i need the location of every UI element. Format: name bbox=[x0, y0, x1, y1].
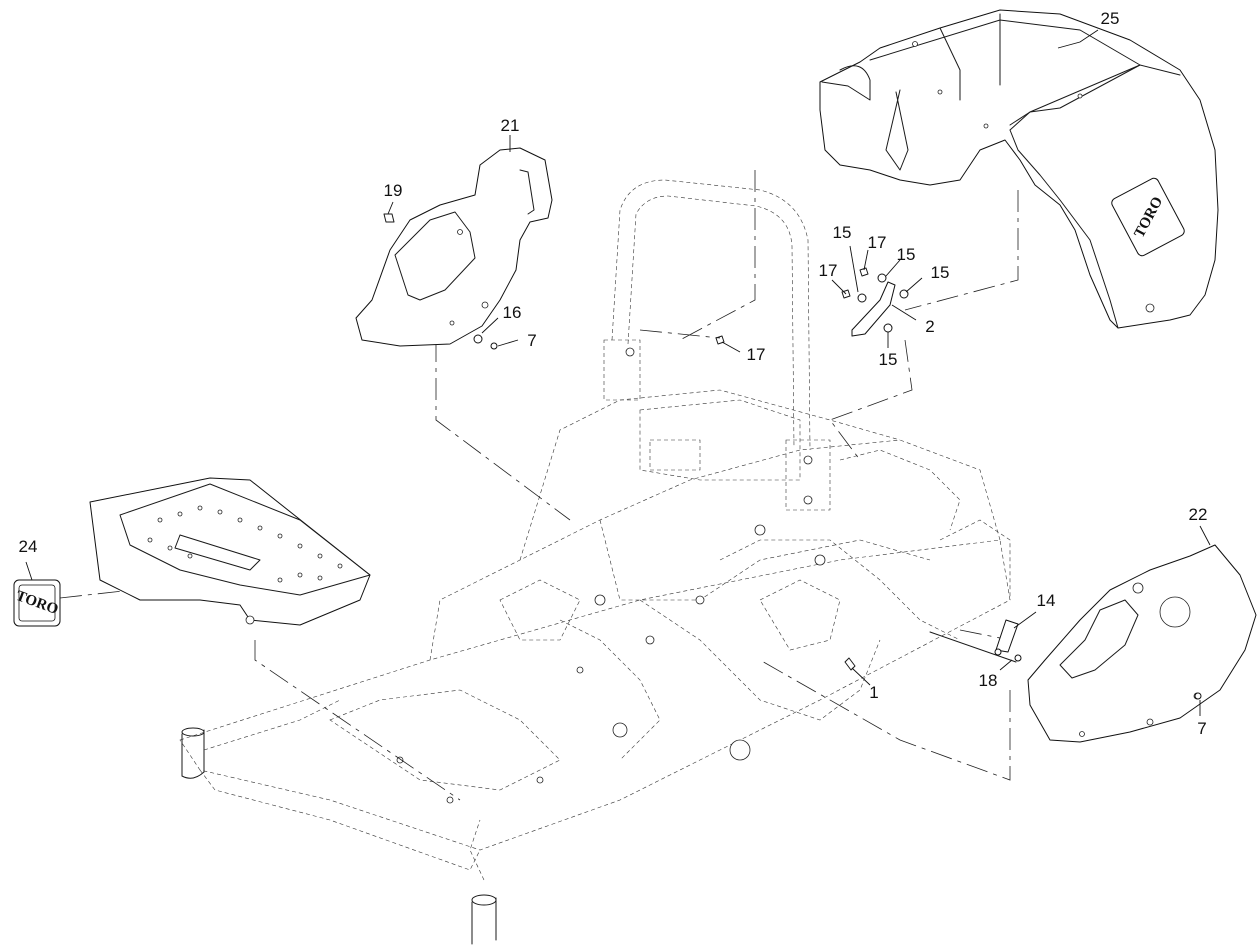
callout-22: 22 bbox=[1189, 505, 1208, 524]
assembly-lines bbox=[59, 170, 1019, 801]
callout-1: 1 bbox=[869, 683, 878, 702]
callout-17-c: 17 bbox=[747, 345, 766, 364]
callout-14: 14 bbox=[1037, 591, 1056, 610]
hardware bbox=[383, 213, 1202, 700]
part-25-hood: TORO bbox=[819, 9, 1219, 329]
callout-25: 25 bbox=[1101, 9, 1120, 28]
callout-17-b: 17 bbox=[819, 261, 838, 280]
callout-15-d: 15 bbox=[879, 350, 898, 369]
callout-15-c: 15 bbox=[931, 263, 950, 282]
callout-18: 18 bbox=[979, 671, 998, 690]
callout-19: 19 bbox=[384, 181, 403, 200]
callout-15-a: 15 bbox=[833, 223, 852, 242]
chassis-frame bbox=[179, 389, 1011, 945]
callout-7-left: 7 bbox=[527, 331, 536, 350]
callout-15-b: 15 bbox=[897, 245, 916, 264]
part-24-floor-plate bbox=[89, 477, 371, 626]
callout-24: 24 bbox=[19, 537, 38, 556]
callout-7-right: 7 bbox=[1197, 719, 1206, 738]
part-22-shield bbox=[1027, 544, 1257, 743]
floor-plate-holes bbox=[147, 505, 343, 583]
callout-labels: 25 21 19 16 7 15 17 15 17 15 2 15 17 22 … bbox=[19, 9, 1208, 738]
callout-2: 2 bbox=[925, 317, 934, 336]
callout-16: 16 bbox=[503, 303, 522, 322]
leader-lines bbox=[25, 29, 1211, 716]
part-24-decal: TORO bbox=[13, 579, 61, 627]
callout-17-a: 17 bbox=[868, 233, 887, 252]
callout-21: 21 bbox=[501, 116, 520, 135]
part-21-shield bbox=[355, 147, 553, 347]
roll-bar bbox=[603, 179, 831, 511]
